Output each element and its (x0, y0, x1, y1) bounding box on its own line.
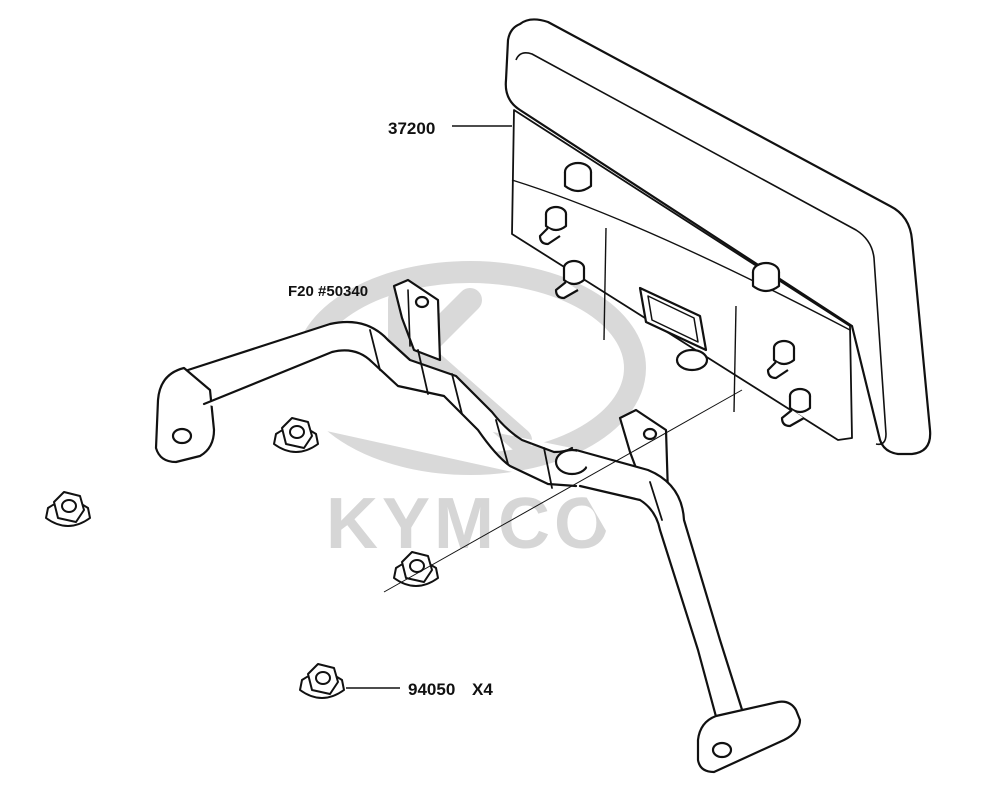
flange-nut-4 (299, 663, 345, 699)
connector-socket (638, 286, 709, 372)
callout-nut-quantity: X4 (472, 680, 493, 699)
mounting-bosses (563, 161, 781, 293)
flange-nut-2 (273, 417, 319, 453)
meter-assembly (504, 18, 932, 456)
meter-bracket (154, 278, 802, 774)
watermark-text: KYMCO (326, 484, 614, 564)
leader-lines (346, 125, 743, 689)
flange-nuts (45, 417, 439, 699)
callout-bracket-part: F20 #50340 (288, 283, 368, 300)
flange-nut-1 (45, 491, 91, 527)
studs (538, 205, 812, 428)
callout-meter-part: 37200 (388, 119, 435, 138)
assembly-axis-line (383, 389, 743, 593)
callout-nut-part: 94050 (408, 680, 455, 699)
